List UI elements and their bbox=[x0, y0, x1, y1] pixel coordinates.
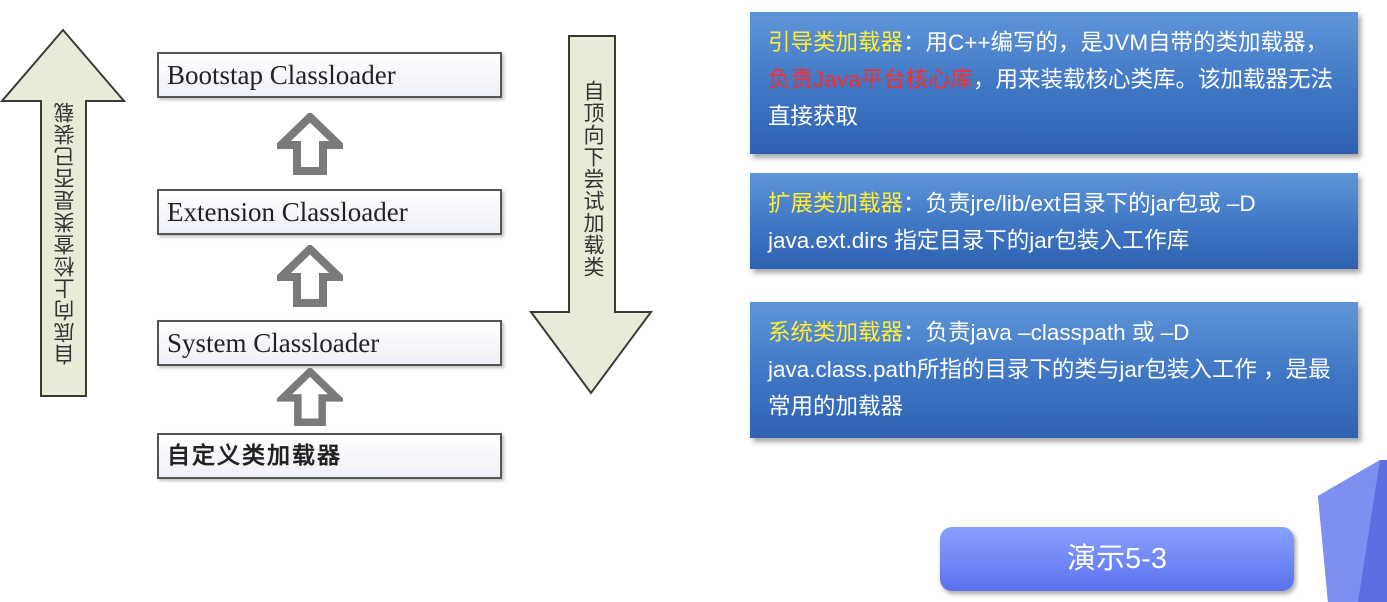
bottom-up-check-label: 自底向上检查类是否已装载 bbox=[53, 101, 77, 365]
panel-title: 引导类加载器 bbox=[768, 30, 904, 55]
extension-classloader-box: Extension Classloader bbox=[157, 189, 502, 235]
panel-sep: ： bbox=[903, 191, 926, 216]
panel-title: 扩展类加载器 bbox=[768, 191, 904, 216]
panel-highlight: 负责Java平台核心库 bbox=[768, 67, 974, 92]
delegation-up-arrow-3 bbox=[277, 368, 343, 426]
bottom-up-check-arrow bbox=[0, 28, 127, 397]
top-down-load-arrow bbox=[529, 35, 653, 395]
bootstrap-classloader-box: Bootstap Classloader bbox=[157, 52, 502, 98]
panel-text: 负责jre/lib/ext目录下的jar包或 –D java.ext.dirs … bbox=[768, 191, 1256, 253]
corner-decoration bbox=[1318, 460, 1387, 602]
bootstrap-loader-panel: 引导类加载器：用C++编写的，是JVM自带的类加载器， 负责Java平台核心库，用… bbox=[750, 12, 1358, 154]
panel-sep: ： bbox=[903, 30, 926, 55]
delegation-up-arrow-2 bbox=[277, 245, 343, 307]
panel-sep: ： bbox=[903, 320, 926, 345]
system-classloader-box: System Classloader bbox=[157, 320, 502, 366]
top-down-load-label: 自顶向下尝试加载类 bbox=[581, 80, 605, 278]
panel-text: 用C++编写的，是JVM自带的类加载器， bbox=[925, 30, 1329, 55]
custom-classloader-box: 自定义类加载器 bbox=[157, 433, 502, 479]
panel-text: 负责java –classpath 或 –D java.class.path所指… bbox=[768, 320, 1331, 419]
panel-text: ，用来装载核心类库。该加载器无法直接获取 bbox=[768, 67, 1334, 129]
delegation-up-arrow-1 bbox=[277, 113, 343, 175]
panel-title: 系统类加载器 bbox=[768, 320, 904, 345]
system-loader-panel: 系统类加载器：负责java –classpath 或 –D java.class… bbox=[750, 302, 1358, 438]
extension-loader-panel: 扩展类加载器：负责jre/lib/ext目录下的jar包或 –D java.ex… bbox=[750, 173, 1358, 269]
demo-5-3-button[interactable]: 演示5-3 bbox=[940, 527, 1294, 591]
